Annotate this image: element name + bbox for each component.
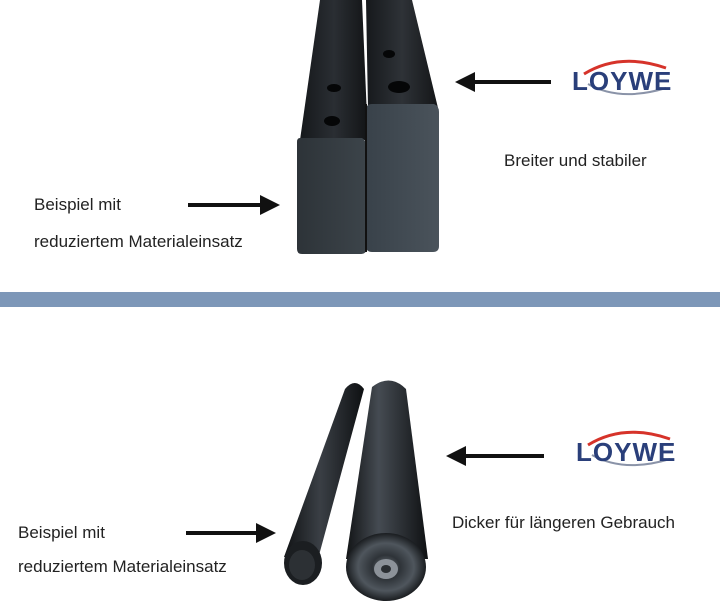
logo-swoosh-icon — [583, 59, 667, 96]
left-caption-line2: reduziertem Materialeinsatz — [34, 232, 243, 251]
right-caption: Breiter und stabiler — [504, 151, 647, 170]
logo-swoosh-icon — [587, 430, 671, 467]
bottom-comparison-panel: LOYWE Dicker für längeren Gebrauch Beisp… — [0, 307, 720, 606]
round-tube-photo — [284, 380, 428, 601]
brand-logo: LOYWE — [574, 425, 686, 471]
arrow-left-icon — [455, 72, 551, 92]
top-comparison-panel: LOYWE Breiter und stabiler Beispiel mit … — [0, 0, 720, 292]
left-caption-line1: Beispiel mit — [18, 523, 105, 542]
right-caption: Dicker für längeren Gebrauch — [452, 513, 676, 532]
section-divider — [0, 292, 720, 307]
brand-name: LOYWE — [576, 437, 677, 467]
arrow-right-icon — [188, 195, 280, 215]
brand-logo: LOYWE — [570, 54, 682, 100]
brand-name: LOYWE — [572, 66, 673, 96]
left-caption-line2: reduziertem Materialeinsatz — [18, 557, 227, 576]
square-profile-photo — [297, 0, 439, 254]
arrow-left-icon — [446, 446, 544, 466]
arrow-right-icon — [186, 523, 276, 543]
left-caption-line1: Beispiel mit — [34, 195, 121, 214]
